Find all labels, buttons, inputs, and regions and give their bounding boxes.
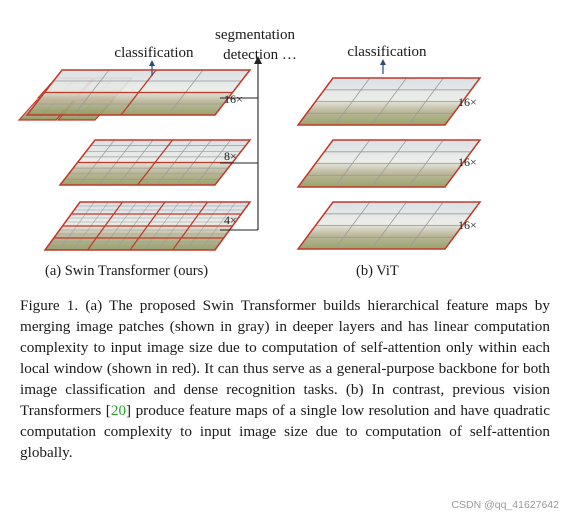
swin-multiscale-connector (220, 62, 259, 231)
figure-caption: Figure 1. (a) The proposed Swin Transfor… (20, 295, 550, 463)
swin-subcaption: (a) Swin Transformer (ours) (45, 263, 208, 279)
vit-layer-middle (296, 139, 482, 188)
swin-classification-arrowhead (149, 60, 155, 66)
swin-detection-label: detection … (223, 47, 297, 63)
vit-scale-bottom: 16× (458, 218, 477, 232)
vit-layer-bottom (296, 201, 482, 250)
swin-segmentation-label: segmentation (215, 27, 295, 43)
watermark-text: CSDN @qq_41627642 (451, 499, 559, 511)
vit-classification-label: classification (347, 44, 427, 60)
swin-scale-4x: 4× (224, 213, 237, 227)
swin-scale-16x: 16× (224, 92, 243, 106)
figure-1-diagram: classification segmentation detection … … (17, 27, 482, 279)
swin-classification-label: classification (114, 45, 194, 61)
swin-layer-16x (17, 69, 252, 121)
citation-link[interactable]: 20 (110, 402, 127, 419)
vit-scale-middle: 16× (458, 155, 477, 169)
citation-open-bracket: [ (105, 402, 111, 419)
vit-scale-top: 16× (458, 95, 477, 109)
vit-classification-arrowhead (380, 59, 386, 65)
vit-single-scale: classification 16× 16× 16× (b) ViT (296, 44, 482, 279)
swin-connector-arrowhead (254, 56, 262, 64)
swin-scale-8x: 8× (224, 149, 237, 163)
caption-text-part2: produce feature maps of a single low res… (20, 402, 550, 461)
swin-hierarchy: classification segmentation detection … … (17, 27, 297, 279)
vit-subcaption: (b) ViT (356, 263, 399, 279)
swin-layer-4x (43, 201, 252, 251)
swin-layer-8x (58, 139, 252, 186)
citation-close-bracket: ] (126, 402, 132, 419)
vit-layer-top (296, 77, 482, 126)
caption-text-part1: Figure 1. (a) The proposed Swin Transfor… (20, 297, 550, 419)
